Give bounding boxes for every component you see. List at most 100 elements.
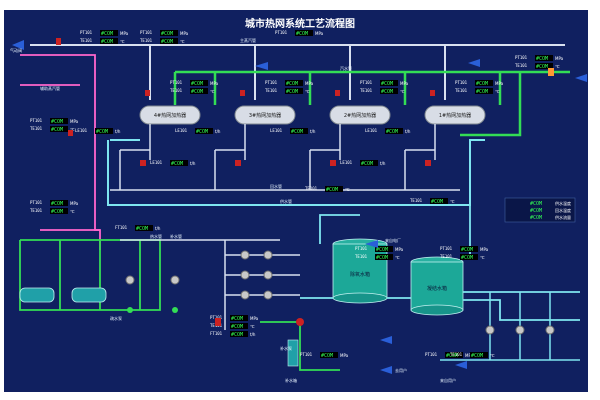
readout-box bbox=[320, 352, 338, 358]
readout-box bbox=[380, 80, 398, 86]
drain-pump-label: 疏水泵 bbox=[110, 315, 122, 321]
hot-water-label: 汽水管 bbox=[340, 65, 352, 71]
panel-row-2-label: 回水温度 bbox=[555, 207, 571, 213]
readout-value: #COM bbox=[101, 31, 113, 37]
heater-2-label: 2#热网加热器 bbox=[344, 112, 376, 119]
user-pumps bbox=[485, 325, 555, 335]
readout-tag: TE101 bbox=[305, 186, 318, 191]
readout-value: #COM bbox=[196, 129, 208, 135]
readout-box bbox=[190, 88, 208, 94]
readout-value: #COM bbox=[51, 127, 63, 133]
readout-tag: PT101 bbox=[265, 80, 278, 85]
readout-box bbox=[285, 88, 303, 94]
readout-box bbox=[160, 30, 178, 36]
readout-value: #COM bbox=[471, 353, 483, 359]
readout-unit: ℃ bbox=[210, 89, 215, 94]
readout-tag: PT101 bbox=[455, 80, 468, 85]
tank-feed-lines bbox=[300, 205, 580, 321]
readout-box bbox=[50, 118, 68, 124]
readout-value: #COM bbox=[136, 226, 148, 232]
main-steam-label: 主蒸汽管 bbox=[240, 37, 256, 43]
readout-tag: TE101 bbox=[140, 38, 153, 43]
readout-tag: FT101 bbox=[115, 225, 128, 230]
readout-unit: ℃ bbox=[490, 353, 495, 358]
readout-unit: t/h bbox=[250, 332, 256, 337]
readout-box bbox=[380, 88, 398, 94]
readout-unit: t/h bbox=[380, 161, 386, 166]
readout-unit: ℃ bbox=[450, 199, 455, 204]
hot-water-header bbox=[173, 70, 570, 137]
readout-tag: TE101 bbox=[30, 208, 43, 213]
readout-unit: t/h bbox=[310, 129, 316, 134]
readout-unit: ℃ bbox=[70, 209, 75, 214]
left-pumps bbox=[125, 275, 180, 313]
readout-value: #COM bbox=[326, 187, 338, 193]
readout-value: #COM bbox=[286, 81, 298, 87]
readout-box bbox=[375, 254, 393, 260]
readout-value: #COM bbox=[291, 129, 303, 135]
readout-7: TE101#COM℃ bbox=[515, 63, 560, 70]
readout-unit: t/h bbox=[190, 161, 196, 166]
readout-box bbox=[285, 80, 303, 86]
readout-tag: LE101 bbox=[365, 128, 378, 133]
readout-value: #COM bbox=[376, 255, 388, 261]
side-status-panel: #COM 供水温度 #COM 回水温度 #COM 供水流量 bbox=[504, 197, 576, 223]
heater-2 bbox=[329, 105, 391, 125]
readout-38: TE101#COM℃ bbox=[450, 352, 495, 359]
panel-row-1-value: #COM bbox=[530, 201, 542, 207]
readout-box bbox=[230, 323, 248, 329]
readout-tag: PT101 bbox=[30, 118, 43, 123]
readout-unit: MPa bbox=[315, 31, 324, 36]
readout-value: #COM bbox=[296, 31, 308, 37]
readout-unit: ℃ bbox=[480, 255, 485, 260]
readout-unit: MPa bbox=[465, 353, 474, 358]
readout-value: #COM bbox=[191, 89, 203, 95]
readout-box bbox=[160, 38, 178, 44]
readout-value: #COM bbox=[476, 89, 488, 95]
readout-tag: LE101 bbox=[75, 128, 88, 133]
readout-value: #COM bbox=[231, 324, 243, 330]
readout-unit: MPa bbox=[180, 31, 189, 36]
heater-4-label: 4#热网加热器 bbox=[154, 112, 186, 119]
to-user-label: 去用户 bbox=[395, 367, 407, 373]
hot-water-pipe-label: 热水管 bbox=[150, 233, 162, 239]
heater-4 bbox=[139, 105, 201, 125]
readout-tag: PT101 bbox=[440, 246, 453, 251]
readout-box bbox=[50, 126, 68, 132]
readout-2: TE101#COM℃ bbox=[80, 38, 125, 45]
readout-tag: PT101 bbox=[275, 30, 288, 35]
deaerated-water-tank bbox=[332, 243, 388, 299]
condensate-label: 回水管 bbox=[270, 183, 282, 189]
readout-box bbox=[535, 63, 553, 69]
readout-21: TE101#COM℃ bbox=[30, 126, 75, 133]
readout-unit: ℃ bbox=[400, 89, 405, 94]
readout-value: #COM bbox=[321, 353, 333, 359]
readout-tag: PT101 bbox=[80, 30, 93, 35]
readout-value: #COM bbox=[161, 39, 173, 45]
readout-box bbox=[470, 352, 488, 358]
readout-unit: ℃ bbox=[70, 127, 75, 132]
readout-5: PT101 #COM MPa bbox=[275, 30, 324, 37]
readout-value: #COM bbox=[51, 201, 63, 207]
readout-value: #COM bbox=[431, 199, 443, 205]
readout-tag: PT101 bbox=[210, 315, 223, 320]
readout-unit: t/h bbox=[115, 129, 121, 134]
right-tank-label: 凝结水箱 bbox=[427, 285, 447, 292]
readout-unit: t/h bbox=[405, 129, 411, 134]
readout-box bbox=[190, 80, 208, 86]
readout-tag: LE101 bbox=[175, 128, 188, 133]
readout-box bbox=[195, 128, 213, 134]
readout-unit: ℃ bbox=[180, 39, 185, 44]
readout-box bbox=[135, 225, 153, 231]
heater-1-label: 1#热网加热器 bbox=[439, 112, 471, 119]
